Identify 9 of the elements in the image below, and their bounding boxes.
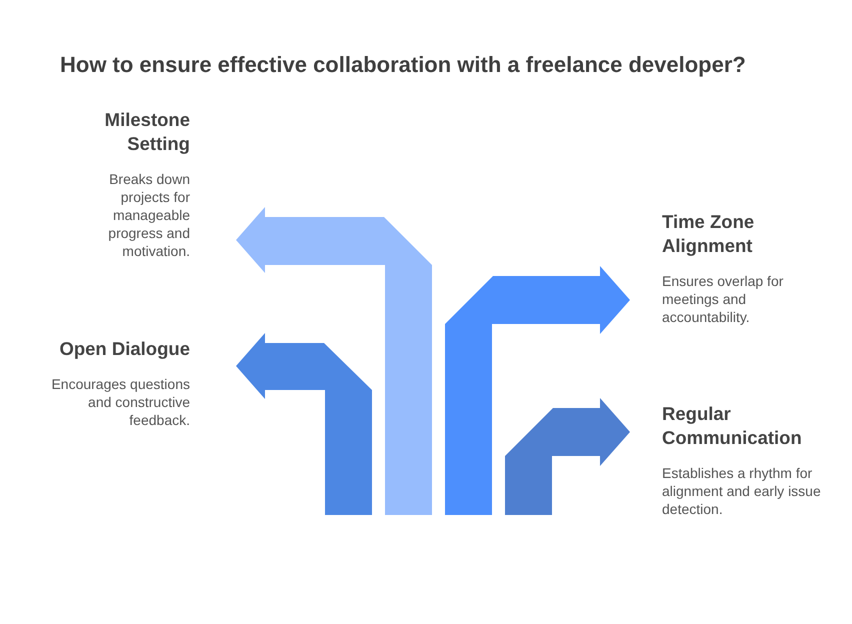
step-heading: Milestone Setting bbox=[104, 108, 190, 156]
step-description: Encourages questions and constructive feedback. bbox=[50, 375, 190, 429]
step-description: Breaks down projects for manageable progress and motivation. bbox=[107, 170, 190, 260]
step-description: Establishes a rhythm for alignment and early issue detection. bbox=[662, 464, 822, 518]
step-description: Ensures overlap for meetings and accountability. bbox=[662, 272, 784, 326]
step-heading: Open Dialogue bbox=[58, 337, 190, 361]
step-heading: Time Zone Alignment bbox=[662, 210, 756, 258]
diagram-title: How to ensure effective collaboration with a freelance developer? bbox=[60, 52, 746, 78]
step-heading: Regular Communication bbox=[662, 402, 803, 450]
